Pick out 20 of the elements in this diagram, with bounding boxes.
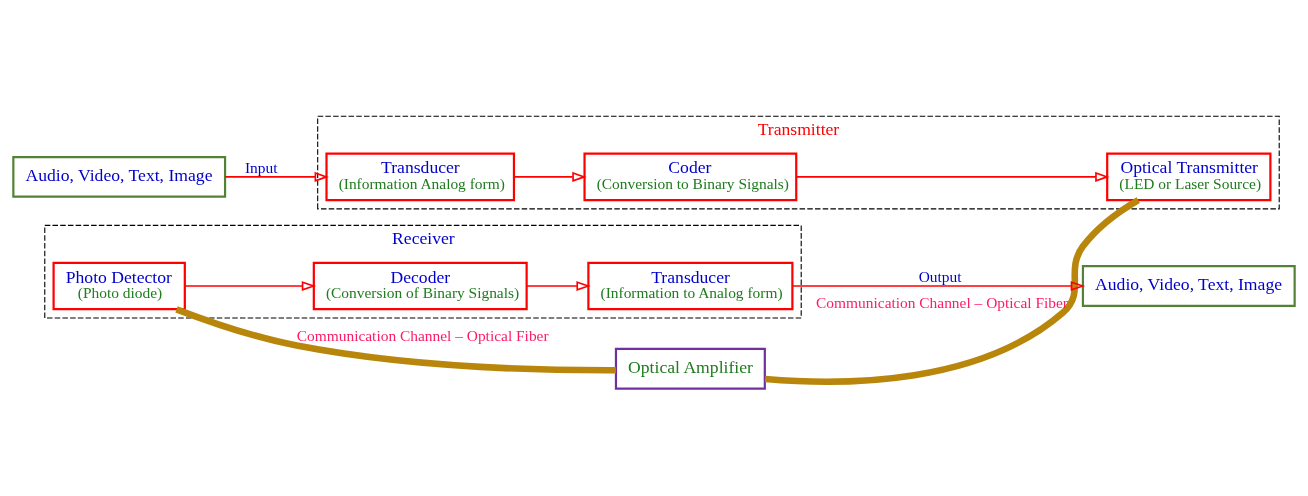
- node-box: Photo Detector (Photo diode): [52, 261, 186, 311]
- edge-label: Communication Channel – Optical Fiber: [816, 294, 1068, 312]
- connector: [764, 197, 1140, 385]
- arrow: [184, 281, 317, 292]
- arrow: [795, 171, 1110, 182]
- edge-label: Input: [244, 158, 278, 176]
- node-box: Coder (Conversion to Binary Signals): [583, 152, 798, 202]
- node-box: Audio, Video, Text, Image: [12, 155, 227, 198]
- arrow: [791, 281, 1086, 292]
- node-box: Decoder (Conversion of Binary Signals): [312, 261, 528, 311]
- arrow: [526, 281, 591, 292]
- arrow: [224, 171, 329, 182]
- node-box: Transducer (Information to Analog form): [587, 261, 794, 311]
- node-box: Transducer (Information Analog form): [325, 152, 516, 202]
- edge-label: Output: [918, 267, 962, 285]
- arrow: [513, 171, 587, 182]
- edge-label: Communication Channel – Optical Fiber: [296, 327, 549, 345]
- node-box: Optical Amplifier: [614, 347, 766, 390]
- node-box: Optical Transmitter (LED or Laser Source): [1106, 152, 1272, 202]
- node-box: Audio, Video, Text, Image: [1081, 265, 1296, 307]
